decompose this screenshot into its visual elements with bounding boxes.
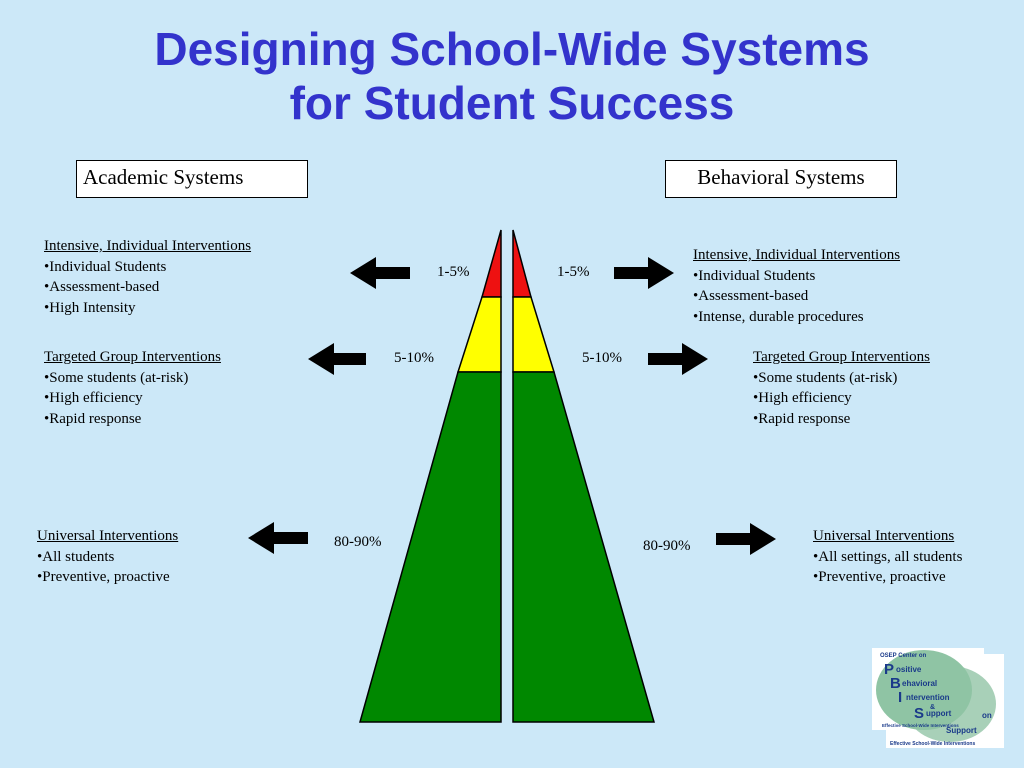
academic-intensive-percent: 1-5%: [437, 264, 470, 280]
academic-intensive-block: Intensive, Individual Interventions •Ind…: [44, 236, 251, 318]
svg-text:Effective School-Wide Interven: Effective School-Wide Interventions: [882, 723, 959, 728]
arrow-right-icon: [716, 523, 776, 555]
slide-title: Designing School-Wide Systems for Studen…: [0, 22, 1024, 130]
behavioral-intensive-block: Intensive, Individual Interventions •Ind…: [693, 245, 900, 327]
behavioral-intensive-title: Intensive, Individual Interventions: [693, 247, 901, 263]
svg-text:ehavioral: ehavioral: [902, 679, 937, 688]
svg-text:Effective School-Wide Interven: Effective School-Wide Interventions: [890, 741, 975, 747]
behavioral-systems-heading: Behavioral Systems: [665, 160, 897, 198]
list-item: •Individual Students: [693, 267, 816, 284]
behavioral-universal-percent: 80-90%: [643, 538, 691, 554]
svg-text:ositive: ositive: [896, 665, 922, 674]
arrow-right-icon: [614, 257, 674, 289]
academic-intensive-tier: [481, 229, 502, 298]
list-item: •All settings, all students: [813, 548, 963, 565]
svg-text:P: P: [884, 661, 894, 678]
list-item: •Preventive, proactive: [37, 569, 170, 585]
academic-systems-heading: Academic Systems: [76, 160, 308, 198]
svg-text:&: &: [930, 704, 935, 711]
arrow-right-icon: [648, 343, 708, 375]
svg-text:I: I: [898, 689, 902, 706]
list-item: •Individual Students: [44, 258, 167, 275]
list-item: •High efficiency: [753, 390, 852, 406]
academic-universal-tier: [359, 371, 502, 723]
svg-text:on: on: [982, 711, 992, 720]
list-item: •Assessment-based: [44, 279, 160, 295]
academic-targeted-block: Targeted Group Interventions •Some stude…: [44, 347, 221, 429]
list-item: •Preventive, proactive: [813, 569, 946, 585]
list-item: •Assessment-based: [693, 288, 809, 304]
list-item: •High efficiency: [44, 390, 143, 406]
svg-text:OSEP Center on: OSEP Center on: [880, 653, 927, 659]
list-item: •Rapid response: [44, 410, 142, 427]
svg-text:B: B: [890, 675, 901, 692]
svg-text:S: S: [914, 705, 924, 722]
academic-universal-block: Universal Interventions •All students •P…: [37, 526, 178, 588]
academic-targeted-percent: 5-10%: [394, 350, 434, 366]
behavioral-intensive-tier: [512, 229, 532, 298]
academic-intensive-title: Intensive, Individual Interventions: [44, 238, 252, 254]
academic-universal-percent: 80-90%: [334, 534, 382, 550]
svg-text:Support: Support: [946, 726, 977, 735]
academic-universal-title: Universal Interventions: [37, 528, 179, 544]
behavioral-universal-block: Universal Interventions •All settings, a…: [813, 526, 962, 588]
list-item: •Some students (at-risk): [753, 369, 898, 386]
slide-title-line-2: for Student Success: [289, 77, 735, 129]
behavioral-universal-title: Universal Interventions: [813, 528, 955, 544]
slide-title-line-1: Designing School-Wide Systems: [154, 23, 870, 75]
svg-text:upport: upport: [926, 709, 952, 718]
svg-text:ntervention: ntervention: [906, 693, 950, 702]
behavioral-universal-tier: [512, 371, 655, 723]
list-item: •High Intensity: [44, 299, 136, 316]
list-item: •Some students (at-risk): [44, 369, 189, 386]
behavioral-targeted-title: Targeted Group Interventions: [753, 349, 930, 365]
arrow-left-icon: [308, 343, 366, 375]
pbis-logo: OSEP Center on P ositive B ehavioral I n…: [872, 648, 1004, 748]
academic-targeted-title: Targeted Group Interventions: [44, 349, 221, 365]
arrow-left-icon: [350, 257, 410, 289]
behavioral-targeted-tier: [512, 296, 556, 373]
arrow-left-icon: [248, 522, 308, 554]
academic-targeted-tier: [456, 296, 502, 373]
list-item: •All students: [37, 548, 115, 565]
list-item: •Intense, durable procedures: [693, 308, 864, 325]
behavioral-targeted-block: Targeted Group Interventions •Some stude…: [753, 347, 930, 429]
behavioral-targeted-percent: 5-10%: [582, 350, 622, 366]
behavioral-intensive-percent: 1-5%: [557, 264, 590, 280]
list-item: •Rapid response: [753, 410, 851, 427]
